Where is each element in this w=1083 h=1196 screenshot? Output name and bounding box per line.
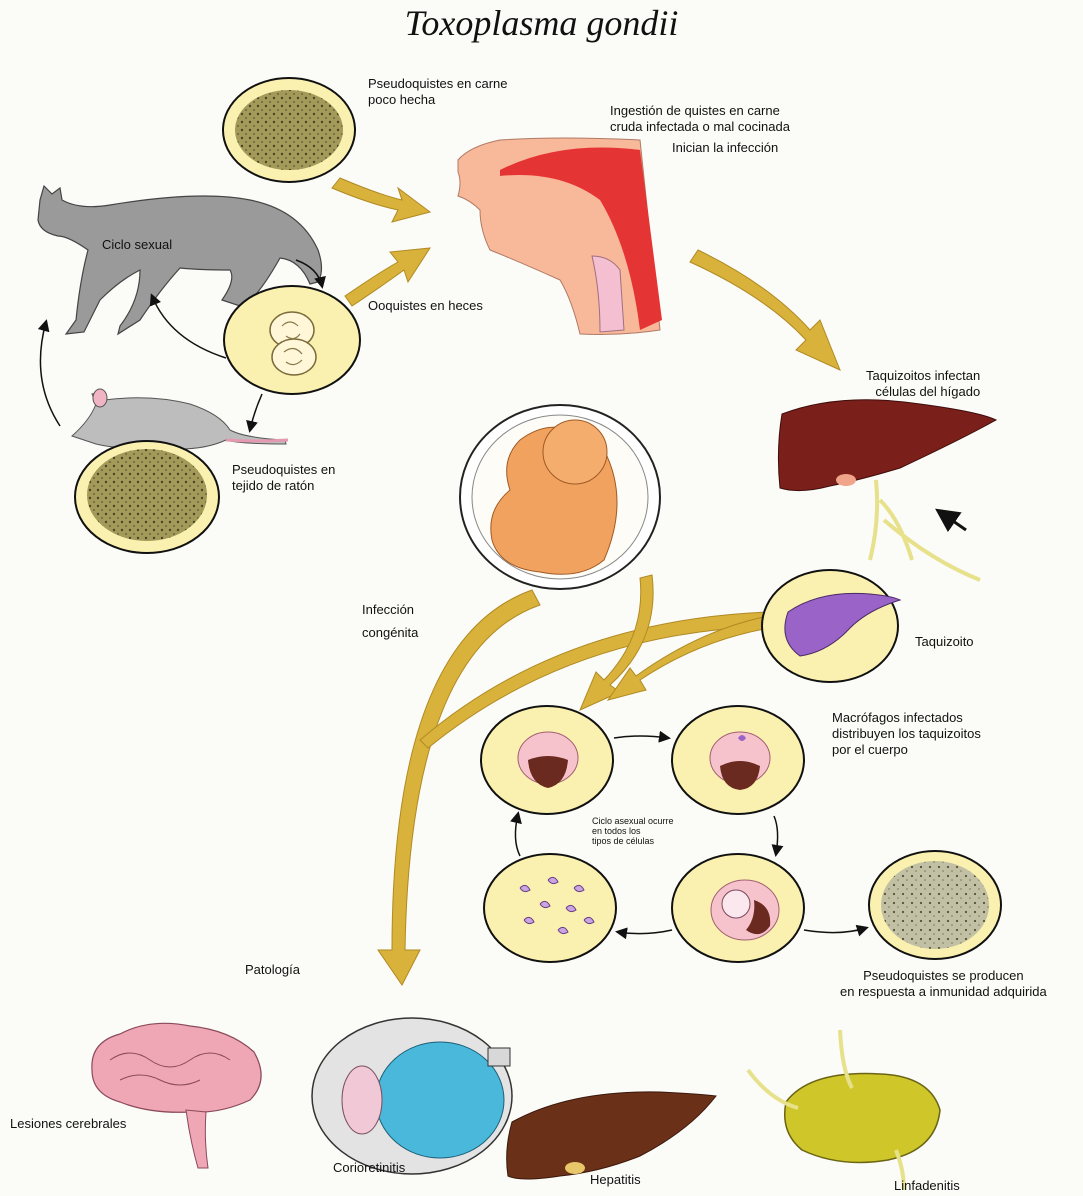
mouse-illustration bbox=[72, 389, 288, 449]
macrophage-circle-1 bbox=[481, 706, 613, 814]
label-ciclo-sexual: Ciclo sexual bbox=[102, 237, 172, 253]
oocyst-circle bbox=[224, 286, 360, 394]
arrow-meat-to-mouth bbox=[332, 178, 430, 222]
arrow-mouth-to-liver bbox=[690, 250, 840, 370]
label-lesiones-cerebrales: Lesiones cerebrales bbox=[10, 1116, 126, 1132]
macrophage-circle-3 bbox=[484, 854, 616, 962]
brain-illustration bbox=[92, 1023, 261, 1168]
liver-bottom-illustration bbox=[507, 1092, 716, 1179]
macrophage-circle-4 bbox=[672, 854, 804, 962]
label-linfadenitis: Linfadenitis bbox=[894, 1178, 960, 1194]
label-ooquistes: Ooquistes en heces bbox=[368, 298, 483, 314]
label-corioretinitis: Corioretinitis bbox=[333, 1160, 405, 1176]
mouse-tissue-circle bbox=[75, 441, 219, 553]
pseudocyst-circle bbox=[869, 851, 1001, 959]
liver-illustration bbox=[778, 400, 996, 580]
lymph-node-illustration bbox=[748, 1030, 940, 1190]
macrophage-circle-2 bbox=[672, 706, 804, 814]
tachyzoite-circle bbox=[762, 570, 900, 682]
eye-illustration bbox=[312, 1018, 512, 1174]
label-patologia: Patología bbox=[245, 962, 300, 978]
human-head-illustration bbox=[458, 138, 662, 335]
label-taquizoito: Taquizoito bbox=[915, 634, 974, 650]
meat-cyst-circle bbox=[223, 78, 355, 182]
diagram-title: Toxoplasma gondii bbox=[0, 2, 1083, 44]
black-arrow bbox=[940, 512, 966, 530]
label-inician: Inician la infección bbox=[672, 140, 778, 156]
fetus-circle bbox=[460, 405, 660, 589]
label-hepatitis: Hepatitis bbox=[590, 1172, 641, 1188]
